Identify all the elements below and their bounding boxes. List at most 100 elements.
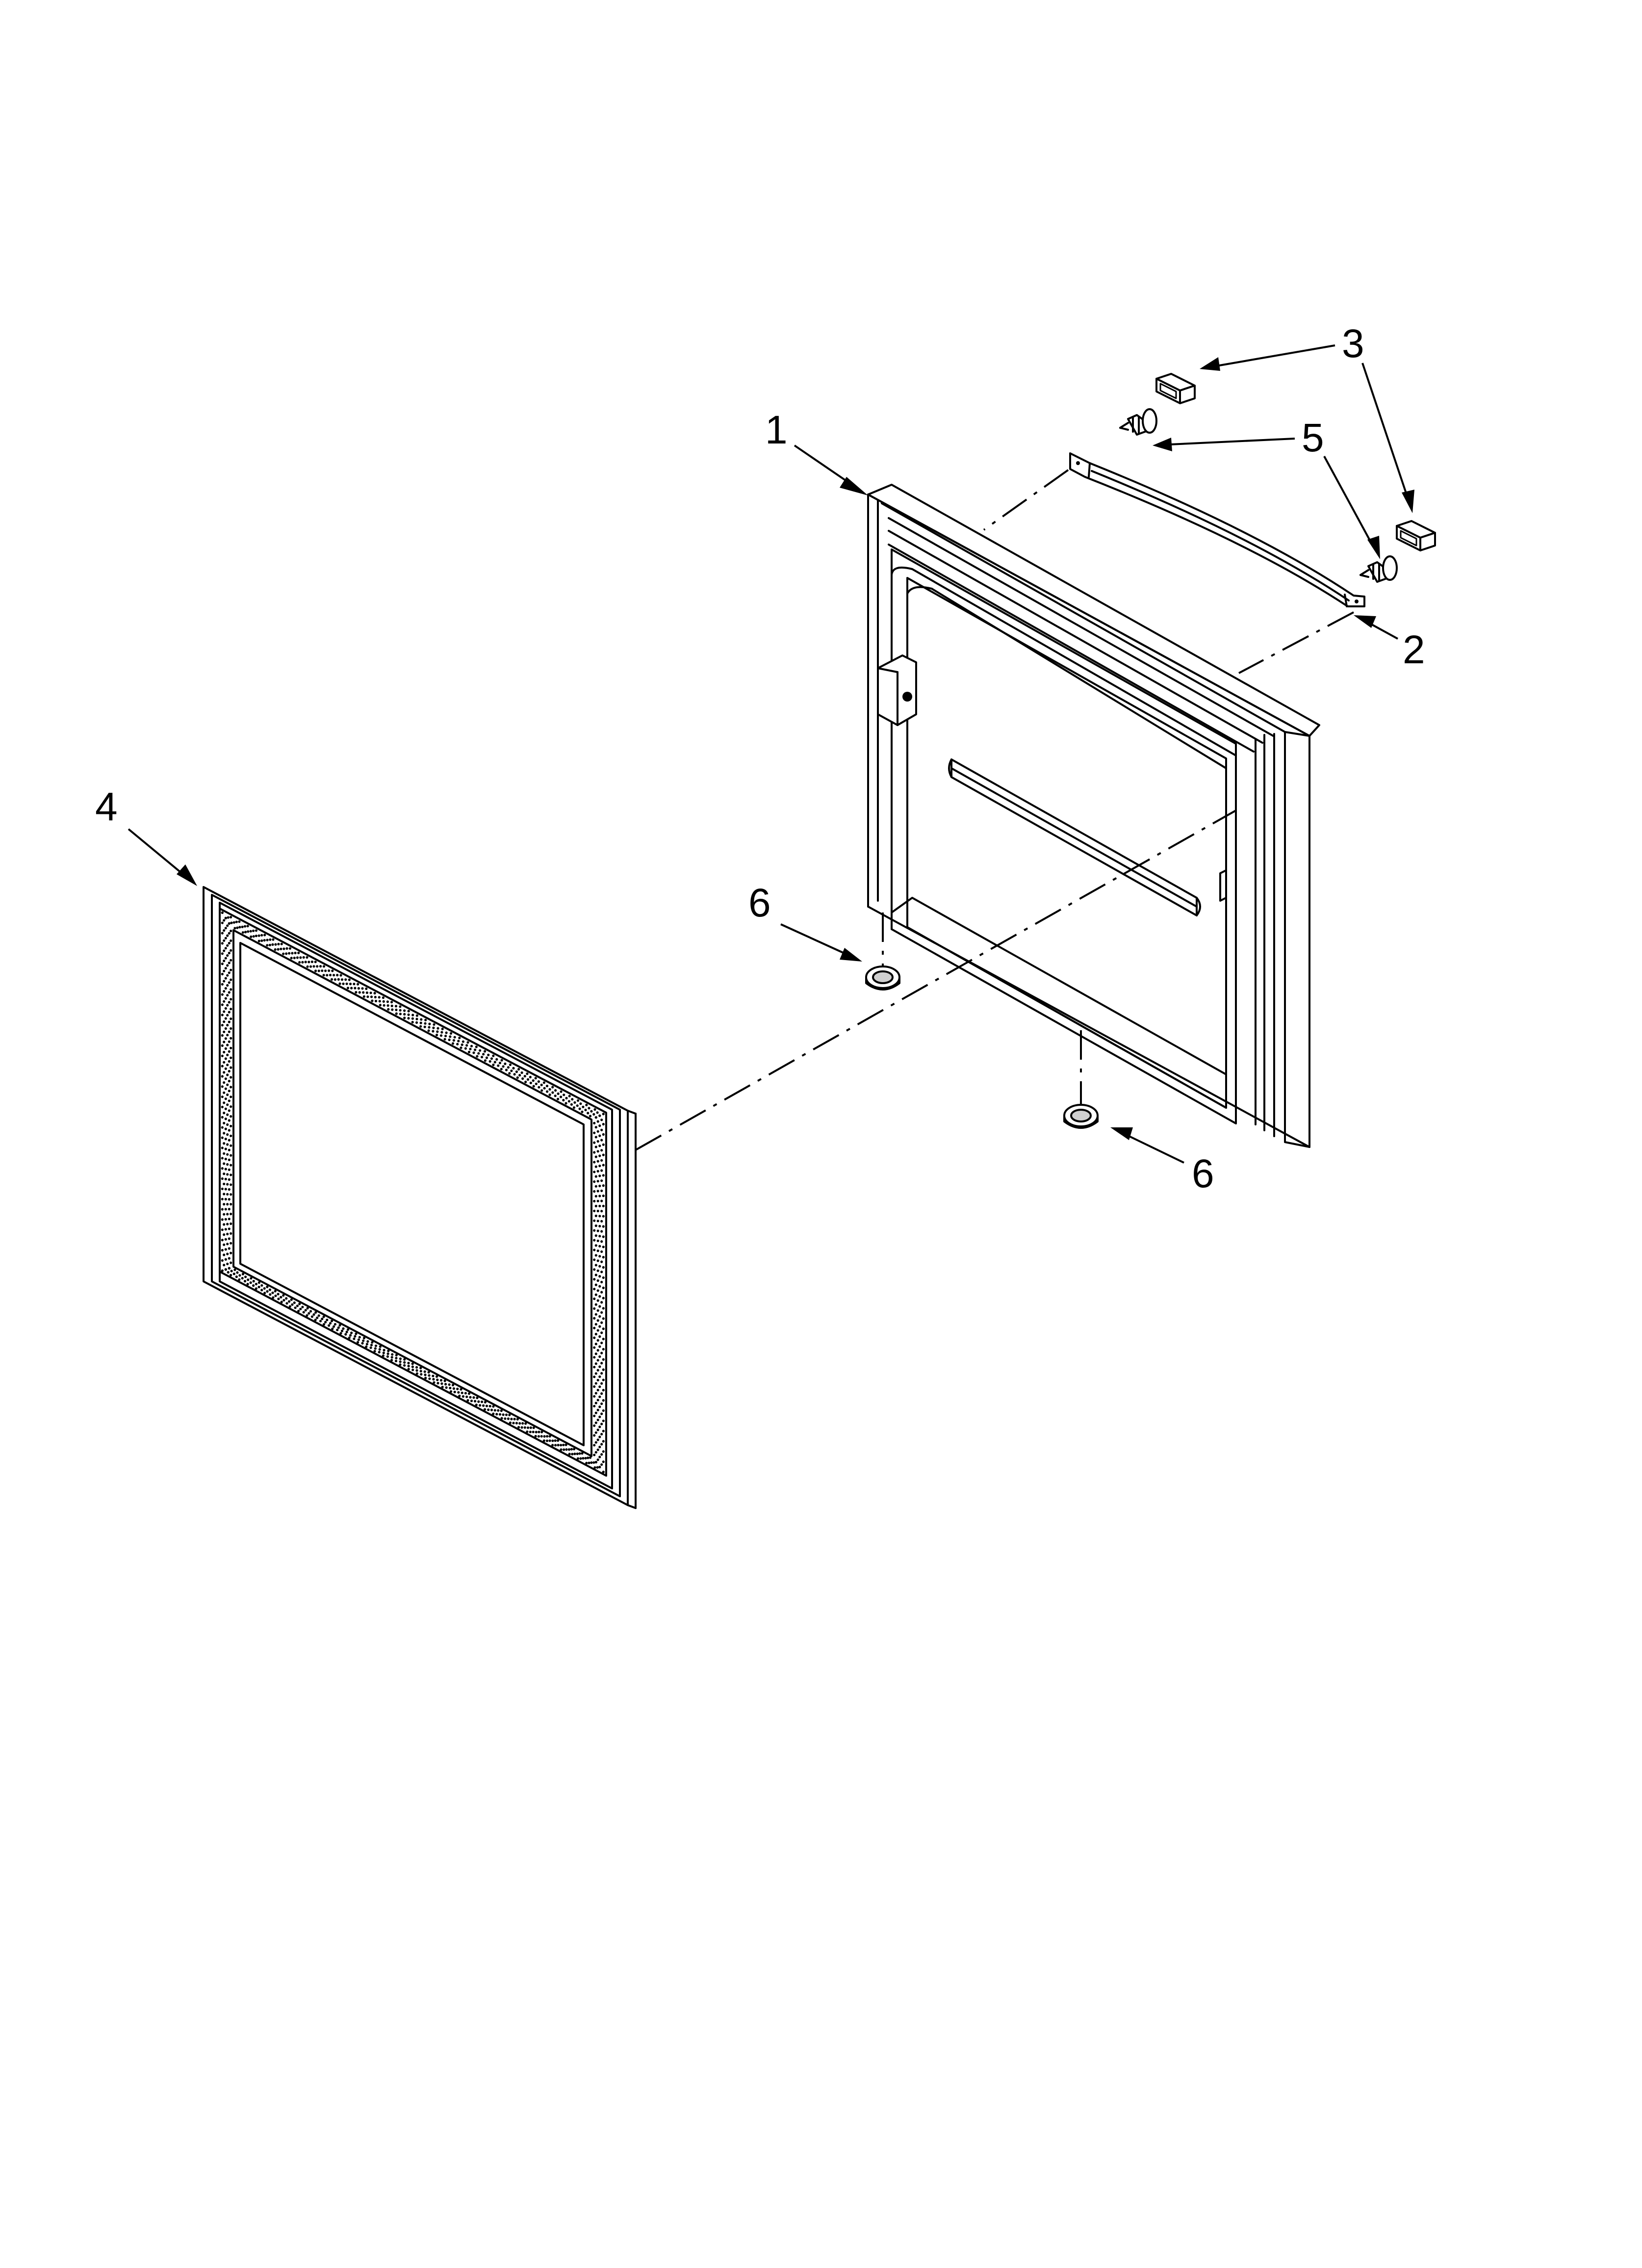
gasket-stipple-dot xyxy=(598,1375,601,1378)
gasket-stipple-dot xyxy=(310,960,314,964)
gasket-stipple-dot xyxy=(221,1095,224,1098)
gasket-stipple-dot xyxy=(427,1371,430,1374)
gasket-stipple-dot xyxy=(224,916,227,919)
gasket-stipple-dot xyxy=(602,1164,605,1167)
gasket-stipple-dot xyxy=(582,1457,585,1460)
gasket-stipple-dot xyxy=(535,1431,538,1434)
gasket-stipple-dot xyxy=(594,1234,597,1237)
gasket-stipple-dot xyxy=(349,983,352,986)
gasket-stipple-dot xyxy=(449,1386,452,1389)
gasket-stipple-dot xyxy=(230,939,232,942)
gasket-stipple-dot xyxy=(432,1030,435,1033)
gasket-stipple-dot xyxy=(500,1417,503,1420)
gasket-stipple-dot xyxy=(598,1355,601,1358)
gasket-stipple-dot xyxy=(230,1124,232,1127)
gasket-stipple-dot xyxy=(288,952,291,955)
gasket-stipple-dot xyxy=(600,1260,603,1263)
gasket-stipple-dot xyxy=(419,1366,422,1370)
end-cap-lower xyxy=(1396,520,1436,551)
gasket-stipple-dot xyxy=(383,1004,385,1007)
gasket-stipple-dot xyxy=(600,1139,603,1142)
gasket-stipple-dot xyxy=(526,1078,530,1081)
gasket-stipple-dot xyxy=(228,1247,231,1250)
gasket-stipple-dot xyxy=(602,1133,605,1136)
gasket-stipple-dot xyxy=(228,1257,231,1260)
gasket-stipple-dot xyxy=(301,961,304,964)
gasket-stipple-dot xyxy=(269,1293,272,1296)
gasket-stipple-dot xyxy=(449,1032,453,1035)
gasket-stipple-dot xyxy=(228,941,231,945)
gasket-stipple-dot xyxy=(602,1317,605,1320)
gasket-stipple-dot xyxy=(228,1237,231,1240)
gasket-stipple-dot xyxy=(224,1127,227,1130)
gasket-stipple-dot xyxy=(593,1366,596,1369)
gasket-stipple-dot xyxy=(395,1012,398,1015)
gasket-stipple-dot xyxy=(255,929,258,932)
gasket-stipple-dot xyxy=(596,1448,599,1451)
gasket-stipple-dot xyxy=(228,962,231,965)
gasket-stipple-dot xyxy=(428,1022,431,1025)
gasket-stipple-dot xyxy=(584,1108,587,1112)
gasket-stipple-dot xyxy=(579,1102,582,1105)
gasket-stipple-dot xyxy=(238,926,241,929)
gasket-stipple-dot xyxy=(596,1458,599,1461)
gasket-stipple-dot xyxy=(378,1351,381,1354)
gasket-stipple-dot xyxy=(312,965,315,968)
gasket-stipple-dot xyxy=(602,1246,605,1249)
gasket-stipple-dot xyxy=(221,1239,224,1242)
door-stop-right xyxy=(1063,1104,1099,1129)
gasket-stipple-dot xyxy=(593,1375,596,1379)
gasket-stipple-dot xyxy=(593,1249,596,1251)
gasket-stipple-dot xyxy=(602,1440,605,1443)
gasket-stipple-dot xyxy=(314,1318,317,1321)
gasket-stipple-dot xyxy=(598,1406,601,1408)
gasket-stipple-dot xyxy=(223,1223,226,1226)
gasket-stipple-dot xyxy=(589,1456,592,1459)
gasket-stipple-dot xyxy=(233,927,236,930)
gasket-stipple-dot xyxy=(593,1219,596,1222)
gasket-stipple-dot xyxy=(226,1203,229,1206)
gasket-stipple-dot xyxy=(598,1425,601,1429)
gasket-stipple-dot xyxy=(602,1276,605,1279)
gasket-stipple-dot xyxy=(260,939,263,942)
gasket-stipple-dot xyxy=(602,1225,605,1228)
gasket-stipple-dot xyxy=(469,1396,472,1399)
gasket-stipple-dot xyxy=(472,1396,475,1399)
gasket-stipple-dot xyxy=(551,1091,554,1094)
gasket-stipple-dot xyxy=(326,1318,329,1322)
gasket-stipple-dot xyxy=(227,916,230,919)
gasket-stipple-dot xyxy=(594,1214,597,1217)
gasket-stipple-dot xyxy=(458,1037,461,1040)
gasket-stipple-dot xyxy=(319,1320,322,1323)
gasket-stipple-dot xyxy=(568,1453,571,1456)
gasket-stipple-dot xyxy=(224,1037,227,1040)
gasket-stipple-dot xyxy=(379,1345,382,1348)
gasket-stipple-dot xyxy=(464,1392,467,1395)
gasket-stipple-dot xyxy=(223,1000,226,1003)
gasket-stipple-dot xyxy=(484,1050,487,1053)
gasket-stipple-dot xyxy=(299,956,302,959)
gasket-stipple-dot xyxy=(593,1199,596,1202)
gasket-stipple-dot xyxy=(257,1281,260,1284)
gasket-stipple-dot xyxy=(221,1044,224,1047)
gasket-stipple-dot xyxy=(590,1110,593,1113)
gasket-stipple-dot xyxy=(487,1408,490,1411)
gasket-stipple-dot xyxy=(230,1193,232,1196)
gasket-stipple-dot xyxy=(230,915,232,919)
gasket-stipple-dot xyxy=(277,1293,280,1296)
gasket-stipple-dot xyxy=(365,1343,369,1346)
gasket-stipple-dot xyxy=(296,1304,299,1307)
gasket-stipple-dot xyxy=(518,1422,521,1425)
gasket-stipple-dot xyxy=(294,1306,297,1309)
gasket-stipple-dot xyxy=(228,1069,231,1073)
gasket-stipple-dot xyxy=(594,1411,597,1414)
gasket-stipple-dot xyxy=(236,1271,239,1274)
gasket-stipple-dot xyxy=(288,1300,291,1303)
gasket-stipple-dot xyxy=(374,999,378,1003)
gasket-stipple-dot xyxy=(314,969,317,972)
gasket-stipple-dot xyxy=(600,1271,603,1274)
gasket-stipple-dot xyxy=(394,1005,398,1008)
gasket-stipple-dot xyxy=(228,952,231,955)
gasket-stipple-dot xyxy=(594,1155,597,1158)
gasket-stipple-dot xyxy=(333,974,335,977)
